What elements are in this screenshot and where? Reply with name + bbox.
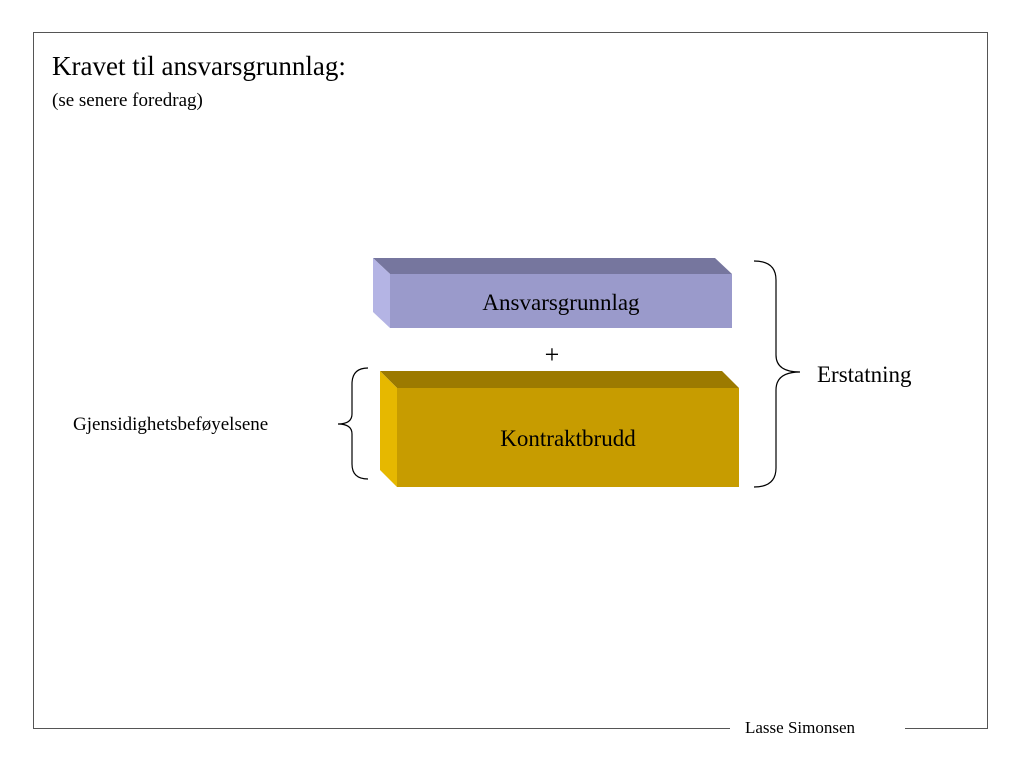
- box-ansvarsgrunnlag-top-face: [373, 258, 732, 274]
- box-kontraktbrudd-top-face: [380, 371, 739, 388]
- box-ansvarsgrunnlag-label: Ansvarsgrunnlag: [482, 290, 640, 315]
- right-brace: [753, 260, 801, 488]
- plus-operator: +: [544, 340, 560, 369]
- slide-frame: [33, 32, 988, 729]
- slide-title: Kravet til ansvarsgrunnlag:: [52, 51, 346, 81]
- box-kontraktbrudd-front-face: [397, 388, 739, 487]
- box-ansvarsgrunnlag-front-face: [390, 274, 732, 328]
- slide-subtitle: (se senere foredrag): [52, 90, 203, 111]
- box-kontraktbrudd-side-face: [380, 371, 397, 487]
- author-name: Lasse Simonsen: [735, 718, 905, 738]
- box-kontraktbrudd-label: Kontraktbrudd: [500, 426, 636, 451]
- footer-rule-left: [33, 728, 730, 729]
- box-ansvarsgrunnlag: [373, 258, 732, 328]
- left-brace-label: Gjensidighetsbeføyelsene: [73, 414, 269, 435]
- box-kontraktbrudd: [380, 371, 739, 487]
- box-ansvarsgrunnlag-side-face: [373, 258, 390, 328]
- right-brace-label: Erstatning: [817, 362, 912, 387]
- footer-rule-right: [900, 728, 988, 729]
- left-brace: [337, 367, 369, 480]
